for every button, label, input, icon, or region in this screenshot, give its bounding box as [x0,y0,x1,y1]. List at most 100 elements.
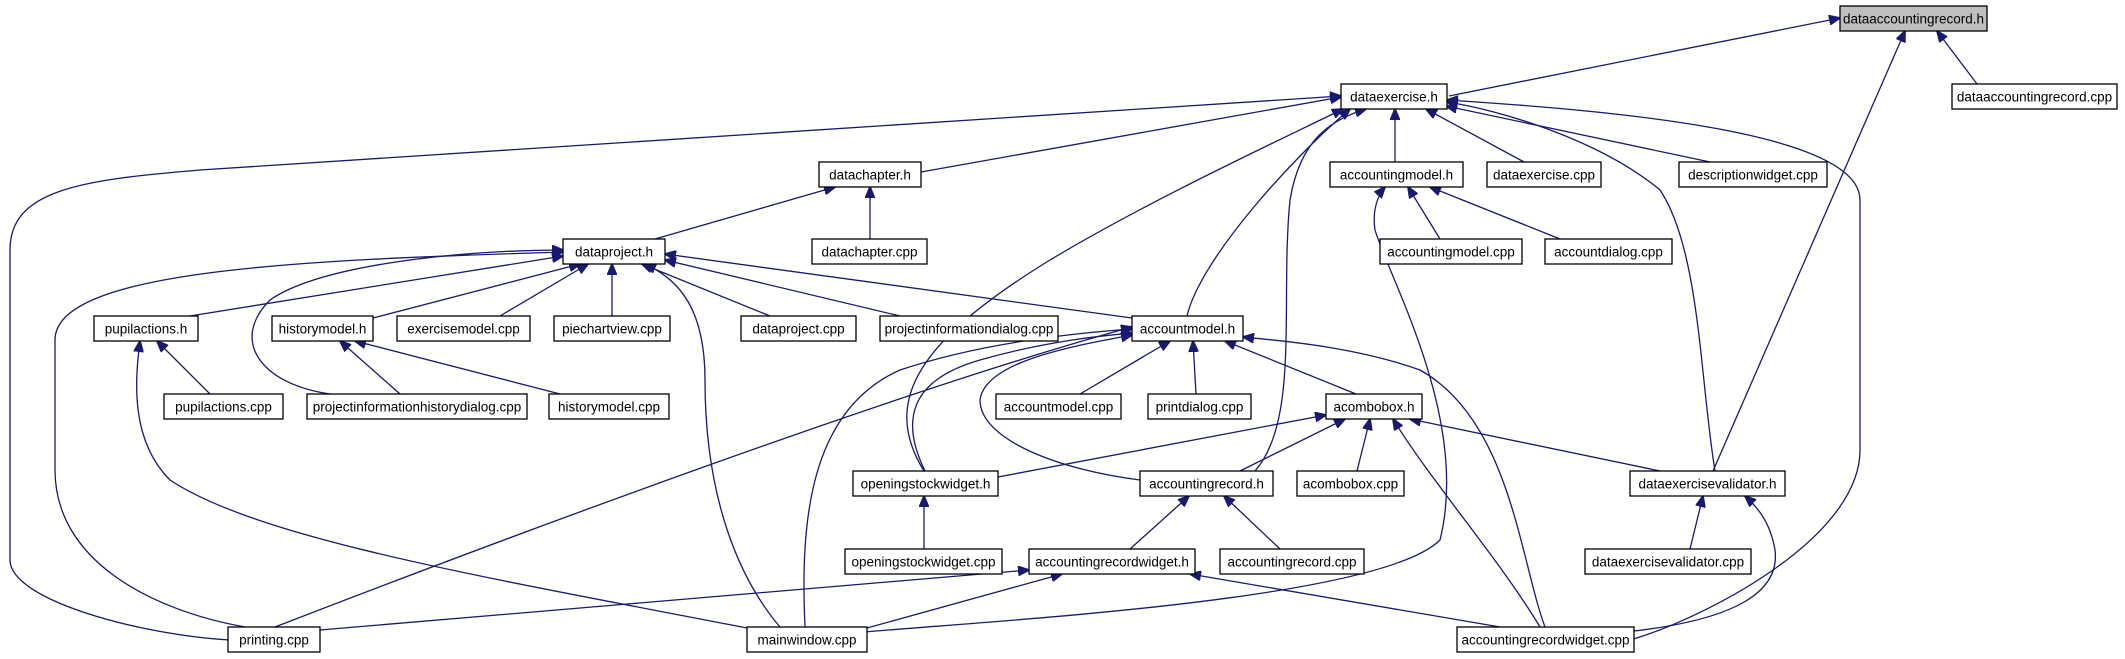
edge-accountingrecordwidget-cpp-to-accountingrecordwidget-h [1190,574,1501,628]
node-projectinformationhistorydialog-cpp[interactable]: projectinformationhistorydialog.cpp [306,393,528,420]
node-box [1296,470,1405,497]
node-label: pupilactions.cpp [175,400,272,415]
node-dataproject-h[interactable]: dataproject.h [562,238,666,265]
node-root[interactable]: dataaccountingrecord.h [1839,5,1988,32]
edge-accountingrecord-h-to-accountmodel-h [979,335,1141,481]
node-box [1584,548,1752,575]
node-openingstockwidget-cpp[interactable]: openingstockwidget.cpp [844,548,1003,575]
node-accountingrecordwidget-h[interactable]: accountingrecordwidget.h [1028,548,1196,575]
node-acombobox-cpp[interactable]: acombobox.cpp [1296,470,1405,497]
edge-pupilactions-h-to-dataproject-h [189,256,563,317]
node-dataexercise-h[interactable]: dataexercise.h [1340,83,1448,110]
node-acombobox-h[interactable]: acombobox.h [1325,393,1423,420]
node-accountingmodel-cpp[interactable]: accountingmodel.cpp [1379,238,1523,265]
edge-accountingrecordwidget-h-to-accountingrecord-h [1129,496,1189,550]
edge-dataexercisevalidator-h-to-dataexercise-h [1447,102,1716,472]
edge-projectinformationhistorydialog-cpp-to-historymodel-h [340,341,401,395]
node-dataaccountingrecord-cpp[interactable]: dataaccountingrecord.cpp [1951,83,2118,110]
node-dataexercise-cpp[interactable]: dataexercise.cpp [1486,161,1602,188]
node-label: projectinformationdialog.cpp [885,322,1054,337]
edge-historymodel-h-to-dataproject-h [372,264,580,319]
node-box [746,626,868,653]
node-box [548,393,670,420]
node-box [811,238,928,265]
node-box [553,315,671,342]
node-label: dataexercise.cpp [1493,168,1595,183]
node-accountingrecordwidget-cpp[interactable]: accountingrecordwidget.cpp [1456,626,1635,653]
node-box [818,161,922,188]
edge-accountingrecordwidget-cpp-to-accountmodel-h [1243,337,1546,628]
node-pupilactions-cpp[interactable]: pupilactions.cpp [163,393,284,420]
edge-accountingrecord-h-to-acombobox-h [1239,419,1345,472]
edge-accountingrecordwidget-cpp-to-dataexercise-h [1447,100,1861,641]
node-box [1486,161,1602,188]
edge-mainwindow-cpp-to-pupilactions-h [137,341,748,629]
edge-accountmodel-h-to-dataexercise-h [1186,109,1350,317]
edge-pupilactions-cpp-to-pupilactions-h [157,341,211,395]
node-pupilactions-h[interactable]: pupilactions.h [93,315,199,342]
node-piechartview-cpp[interactable]: piechartview.cpp [553,315,671,342]
edge-printdialog-cpp-to-accountmodel-h [1193,341,1196,395]
node-box [1839,5,1988,32]
node-label: exercisemodel.cpp [407,322,520,337]
node-label: accountingrecordwidget.cpp [1461,633,1629,648]
node-box [852,470,999,497]
node-accountmodel-cpp[interactable]: accountmodel.cpp [995,393,1122,420]
node-dataexercisevalidator-cpp[interactable]: dataexercisevalidator.cpp [1584,548,1752,575]
edge-acombobox-cpp-to-acombobox-h [1356,419,1370,472]
edge-descriptionwidget-cpp-to-dataexercise-h [1446,106,1711,163]
edge-mainwindow-cpp-to-accountmodel-h [803,329,1132,628]
edge-acombobox-h-to-accountmodel-h [1225,341,1357,395]
node-box [1028,548,1196,575]
node-label: dataaccountingrecord.h [1843,12,1984,27]
node-label: dataexercisevalidator.cpp [1592,555,1744,570]
edge-dataproject-cpp-to-dataproject-h [642,264,771,317]
node-label: accountingrecordwidget.h [1035,555,1189,570]
node-accountingmodel-h[interactable]: accountingmodel.h [1329,161,1464,188]
node-projectinformationdialog-cpp[interactable]: projectinformationdialog.cpp [879,315,1059,342]
node-label: historymodel.cpp [558,400,660,415]
node-printdialog-cpp[interactable]: printdialog.cpp [1147,393,1252,420]
edge-datachapter-h-to-dataexercise-h [920,97,1341,173]
node-label: dataproject.h [575,245,653,260]
node-box [844,548,1003,575]
node-accountingrecord-cpp[interactable]: accountingrecord.cpp [1219,548,1365,575]
node-descriptionwidget-cpp[interactable]: descriptionwidget.cpp [1678,161,1828,188]
edge-printing-cpp-to-dataproject-h [54,252,563,628]
node-label: piechartview.cpp [562,322,662,337]
node-historymodel-h[interactable]: historymodel.h [271,315,374,342]
node-dataproject-cpp[interactable]: dataproject.cpp [740,315,857,342]
node-mainwindow-cpp[interactable]: mainwindow.cpp [746,626,868,653]
node-openingstockwidget-h[interactable]: openingstockwidget.h [852,470,999,497]
edge-accountingrecord-cpp-to-accountingrecord-h [1224,496,1281,550]
node-label: projectinformationhistorydialog.cpp [313,400,522,415]
node-box [396,315,531,342]
node-label: accountingrecord.h [1149,477,1264,492]
node-box [1340,83,1448,110]
node-accountmodel-h[interactable]: accountmodel.h [1131,315,1244,342]
node-label: historymodel.h [279,322,367,337]
node-historymodel-cpp[interactable]: historymodel.cpp [548,393,670,420]
node-label: accountingmodel.h [1340,168,1453,183]
node-box [1678,161,1828,188]
node-dataexercisevalidator-h[interactable]: dataexercisevalidator.h [1629,470,1786,497]
edge-dataexercisevalidator-h-to-acombobox-h [1410,419,1661,472]
node-box [1325,393,1423,420]
edge-printing-cpp-to-accountmodel-h [274,327,1132,628]
node-label: dataexercise.h [1350,90,1438,105]
edge-projectinformationhistorydialog-cpp-to-dataproject-h [251,250,563,395]
node-label: printing.cpp [239,633,309,648]
node-box [740,315,857,342]
node-label: mainwindow.cpp [757,633,856,648]
node-datachapter-h[interactable]: datachapter.h [818,161,922,188]
node-printing-cpp[interactable]: printing.cpp [227,626,321,653]
node-accountingrecord-h[interactable]: accountingrecord.h [1139,470,1274,497]
edge-openingstockwidget-h-to-dataexercise-h [906,109,1343,472]
edge-accountingmodel-cpp-to-accountingmodel-h [1408,187,1441,240]
node-accountdialog-cpp[interactable]: accountdialog.cpp [1544,238,1673,265]
node-datachapter-cpp[interactable]: datachapter.cpp [811,238,928,265]
node-exercisemodel-cpp[interactable]: exercisemodel.cpp [396,315,531,342]
node-box [1456,626,1635,653]
edge-mainwindow-cpp-to-dataproject-h [645,264,781,628]
edge-dataaccountingrecord-cpp-to-root [1937,31,1978,85]
